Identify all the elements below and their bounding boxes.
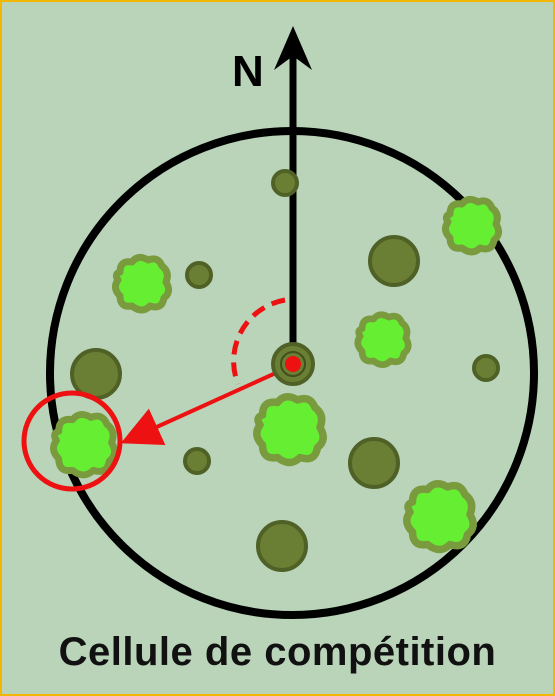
tree-trunk-icon [348, 437, 400, 489]
crown-trees [50, 195, 503, 554]
distance-arrow [120, 370, 279, 446]
competitor-highlight-circle [21, 390, 123, 492]
tree-crown-icon [403, 480, 477, 554]
tree-trunk-icon [472, 354, 500, 382]
trunk-trees [70, 169, 500, 572]
subject-tree-icon [271, 342, 315, 386]
tree-trunk-icon [70, 348, 122, 400]
diagram-caption: Cellule de compétition [58, 630, 497, 674]
tree-trunk-icon [368, 235, 420, 287]
azimuth-angle-arc [231, 297, 286, 385]
tree-crown-icon [253, 393, 327, 467]
north-arrow-icon [274, 26, 312, 360]
tree-trunk-icon [256, 520, 308, 572]
tree-trunk-icon [271, 169, 299, 197]
tree-crown-icon [441, 195, 503, 256]
tree-crown-icon [111, 253, 173, 314]
north-label: N [232, 47, 264, 96]
tree-crown-icon [354, 311, 412, 369]
tree-trunk-icon [183, 447, 211, 475]
tree-crown-icon [50, 411, 118, 479]
tree-trunk-icon [185, 261, 213, 289]
